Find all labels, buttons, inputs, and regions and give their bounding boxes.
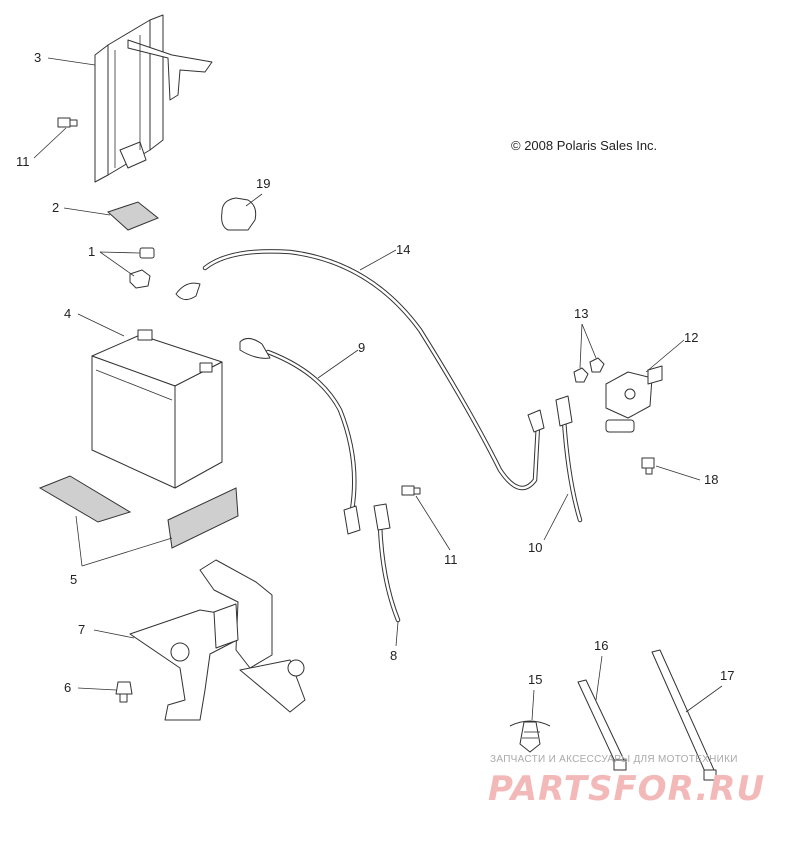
callout-19: 19 (256, 176, 270, 191)
part-4-battery[interactable] (91, 329, 223, 489)
callout-12: 12 (684, 330, 698, 345)
part-11-bolt-top[interactable] (57, 117, 78, 128)
callout-5: 5 (70, 572, 77, 587)
callout-1: 1 (88, 244, 95, 259)
callout-4: 4 (64, 306, 71, 321)
watermark-brand: PARTSFOR.RU (488, 769, 765, 809)
part-6-bolt[interactable] (115, 681, 133, 703)
callout-6: 6 (64, 680, 71, 695)
callout-7: 7 (78, 622, 85, 637)
part-9-cable[interactable] (239, 338, 361, 535)
callout-10: 10 (528, 540, 542, 555)
callout-2: 2 (52, 200, 59, 215)
part-11-bolt-mid[interactable] (401, 485, 421, 496)
callout-13: 13 (574, 306, 588, 321)
part-17-tie[interactable] (651, 649, 717, 781)
watermark-tagline: ЗАПЧАСТИ И АКСЕССУАРЫ ДЛЯ МОТОТЕХНИКИ (490, 754, 738, 765)
part-13-nuts[interactable] (573, 357, 605, 383)
callout-11-mid: 11 (444, 552, 458, 567)
callout-8: 8 (390, 648, 397, 663)
callout-9: 9 (358, 340, 365, 355)
part-19-boot[interactable] (221, 197, 257, 231)
part-16-tie[interactable] (577, 679, 627, 771)
part-18-screw[interactable] (641, 457, 655, 475)
part-10-cable[interactable] (555, 395, 583, 523)
part-15-clip[interactable] (509, 720, 551, 753)
part-2-pad[interactable] (107, 201, 159, 231)
part-5-labels[interactable] (38, 475, 239, 549)
copyright-text: © 2008 Polaris Sales Inc. (511, 138, 657, 153)
callout-18: 18 (704, 472, 718, 487)
part-7-tray[interactable] (129, 559, 306, 721)
callout-17: 17 (720, 668, 734, 683)
callout-11-top: 11 (16, 154, 30, 169)
part-12-solenoid[interactable] (605, 365, 663, 433)
callout-3: 3 (34, 50, 41, 65)
part-14-cable[interactable] (175, 249, 545, 491)
callout-14: 14 (396, 242, 410, 257)
part-8-cable[interactable] (373, 503, 401, 623)
part-3-bracket[interactable] (94, 14, 213, 183)
callout-15: 15 (528, 672, 542, 687)
callout-16: 16 (594, 638, 608, 653)
part-1-screw-nut[interactable] (129, 247, 155, 289)
